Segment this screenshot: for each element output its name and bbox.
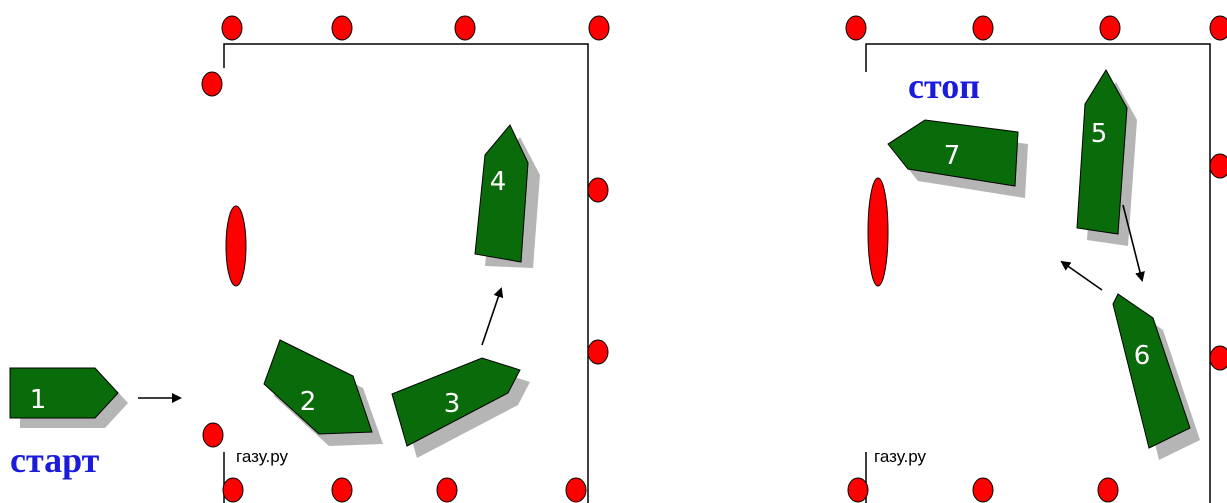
- marker-buoy: [436, 477, 458, 503]
- right-panel: 5 6 7 стоп газу.ру: [845, 15, 1227, 503]
- boat-number: 5: [1091, 119, 1108, 149]
- boat-number: 3: [444, 389, 461, 419]
- watermark: газу.ру: [236, 447, 288, 466]
- obstacle-oval: [867, 177, 889, 287]
- marker-buoy: [221, 15, 243, 41]
- boat-hull: [474, 124, 529, 263]
- marker-buoy: [1099, 15, 1121, 41]
- boat-5: 5: [1076, 69, 1137, 246]
- boat-3: 3: [391, 357, 530, 458]
- boat-6: 6: [1112, 293, 1200, 460]
- arrow-up: [481, 287, 504, 346]
- boat-hull: [1076, 69, 1128, 235]
- marker-buoy: [588, 15, 610, 41]
- marker-buoy: [972, 477, 994, 503]
- stop-label: стоп: [908, 66, 980, 106]
- marker-buoy: [331, 477, 353, 503]
- arrow-down: [1122, 204, 1145, 282]
- boat-hull: [887, 119, 1019, 187]
- boat-7: 7: [887, 119, 1028, 198]
- start-label: старт: [10, 440, 100, 480]
- marker-buoy: [454, 15, 476, 41]
- marker-buoy: [201, 71, 223, 97]
- marker-buoy: [1097, 477, 1119, 503]
- boat-hull: [263, 339, 373, 435]
- boat-number: 7: [944, 141, 961, 171]
- boat-hull: [391, 357, 521, 447]
- obstacle-oval: [225, 205, 247, 287]
- marker-buoy: [1209, 153, 1227, 179]
- marker-buoy: [565, 477, 587, 503]
- boat-hull: [9, 367, 119, 419]
- marker-buoy: [1209, 345, 1227, 371]
- boat-2: 2: [263, 339, 383, 446]
- right-boundary: [865, 43, 1211, 503]
- boat-number: 4: [490, 167, 507, 197]
- marker-buoy: [587, 177, 609, 203]
- marker-buoy: [1209, 15, 1227, 41]
- boat-number: 2: [300, 387, 317, 417]
- boat-1: 1: [9, 367, 128, 428]
- marker-buoy: [202, 422, 224, 448]
- left-panel: 1 2 3 4 старт газу.ру: [9, 15, 610, 503]
- boat-4: 4: [474, 124, 540, 268]
- arrow-left: [1060, 260, 1103, 291]
- watermark: газу.ру: [874, 447, 926, 466]
- marker-buoy: [845, 15, 867, 41]
- boat-number: 6: [1134, 341, 1151, 371]
- marker-buoy: [972, 15, 994, 41]
- marker-buoy: [847, 477, 869, 503]
- boat-hull: [1112, 293, 1191, 449]
- marker-buoy: [587, 339, 609, 365]
- marker-buoy: [331, 15, 353, 41]
- marker-buoy: [222, 477, 244, 503]
- boat-number: 1: [30, 385, 47, 415]
- left-boundary: [223, 43, 589, 503]
